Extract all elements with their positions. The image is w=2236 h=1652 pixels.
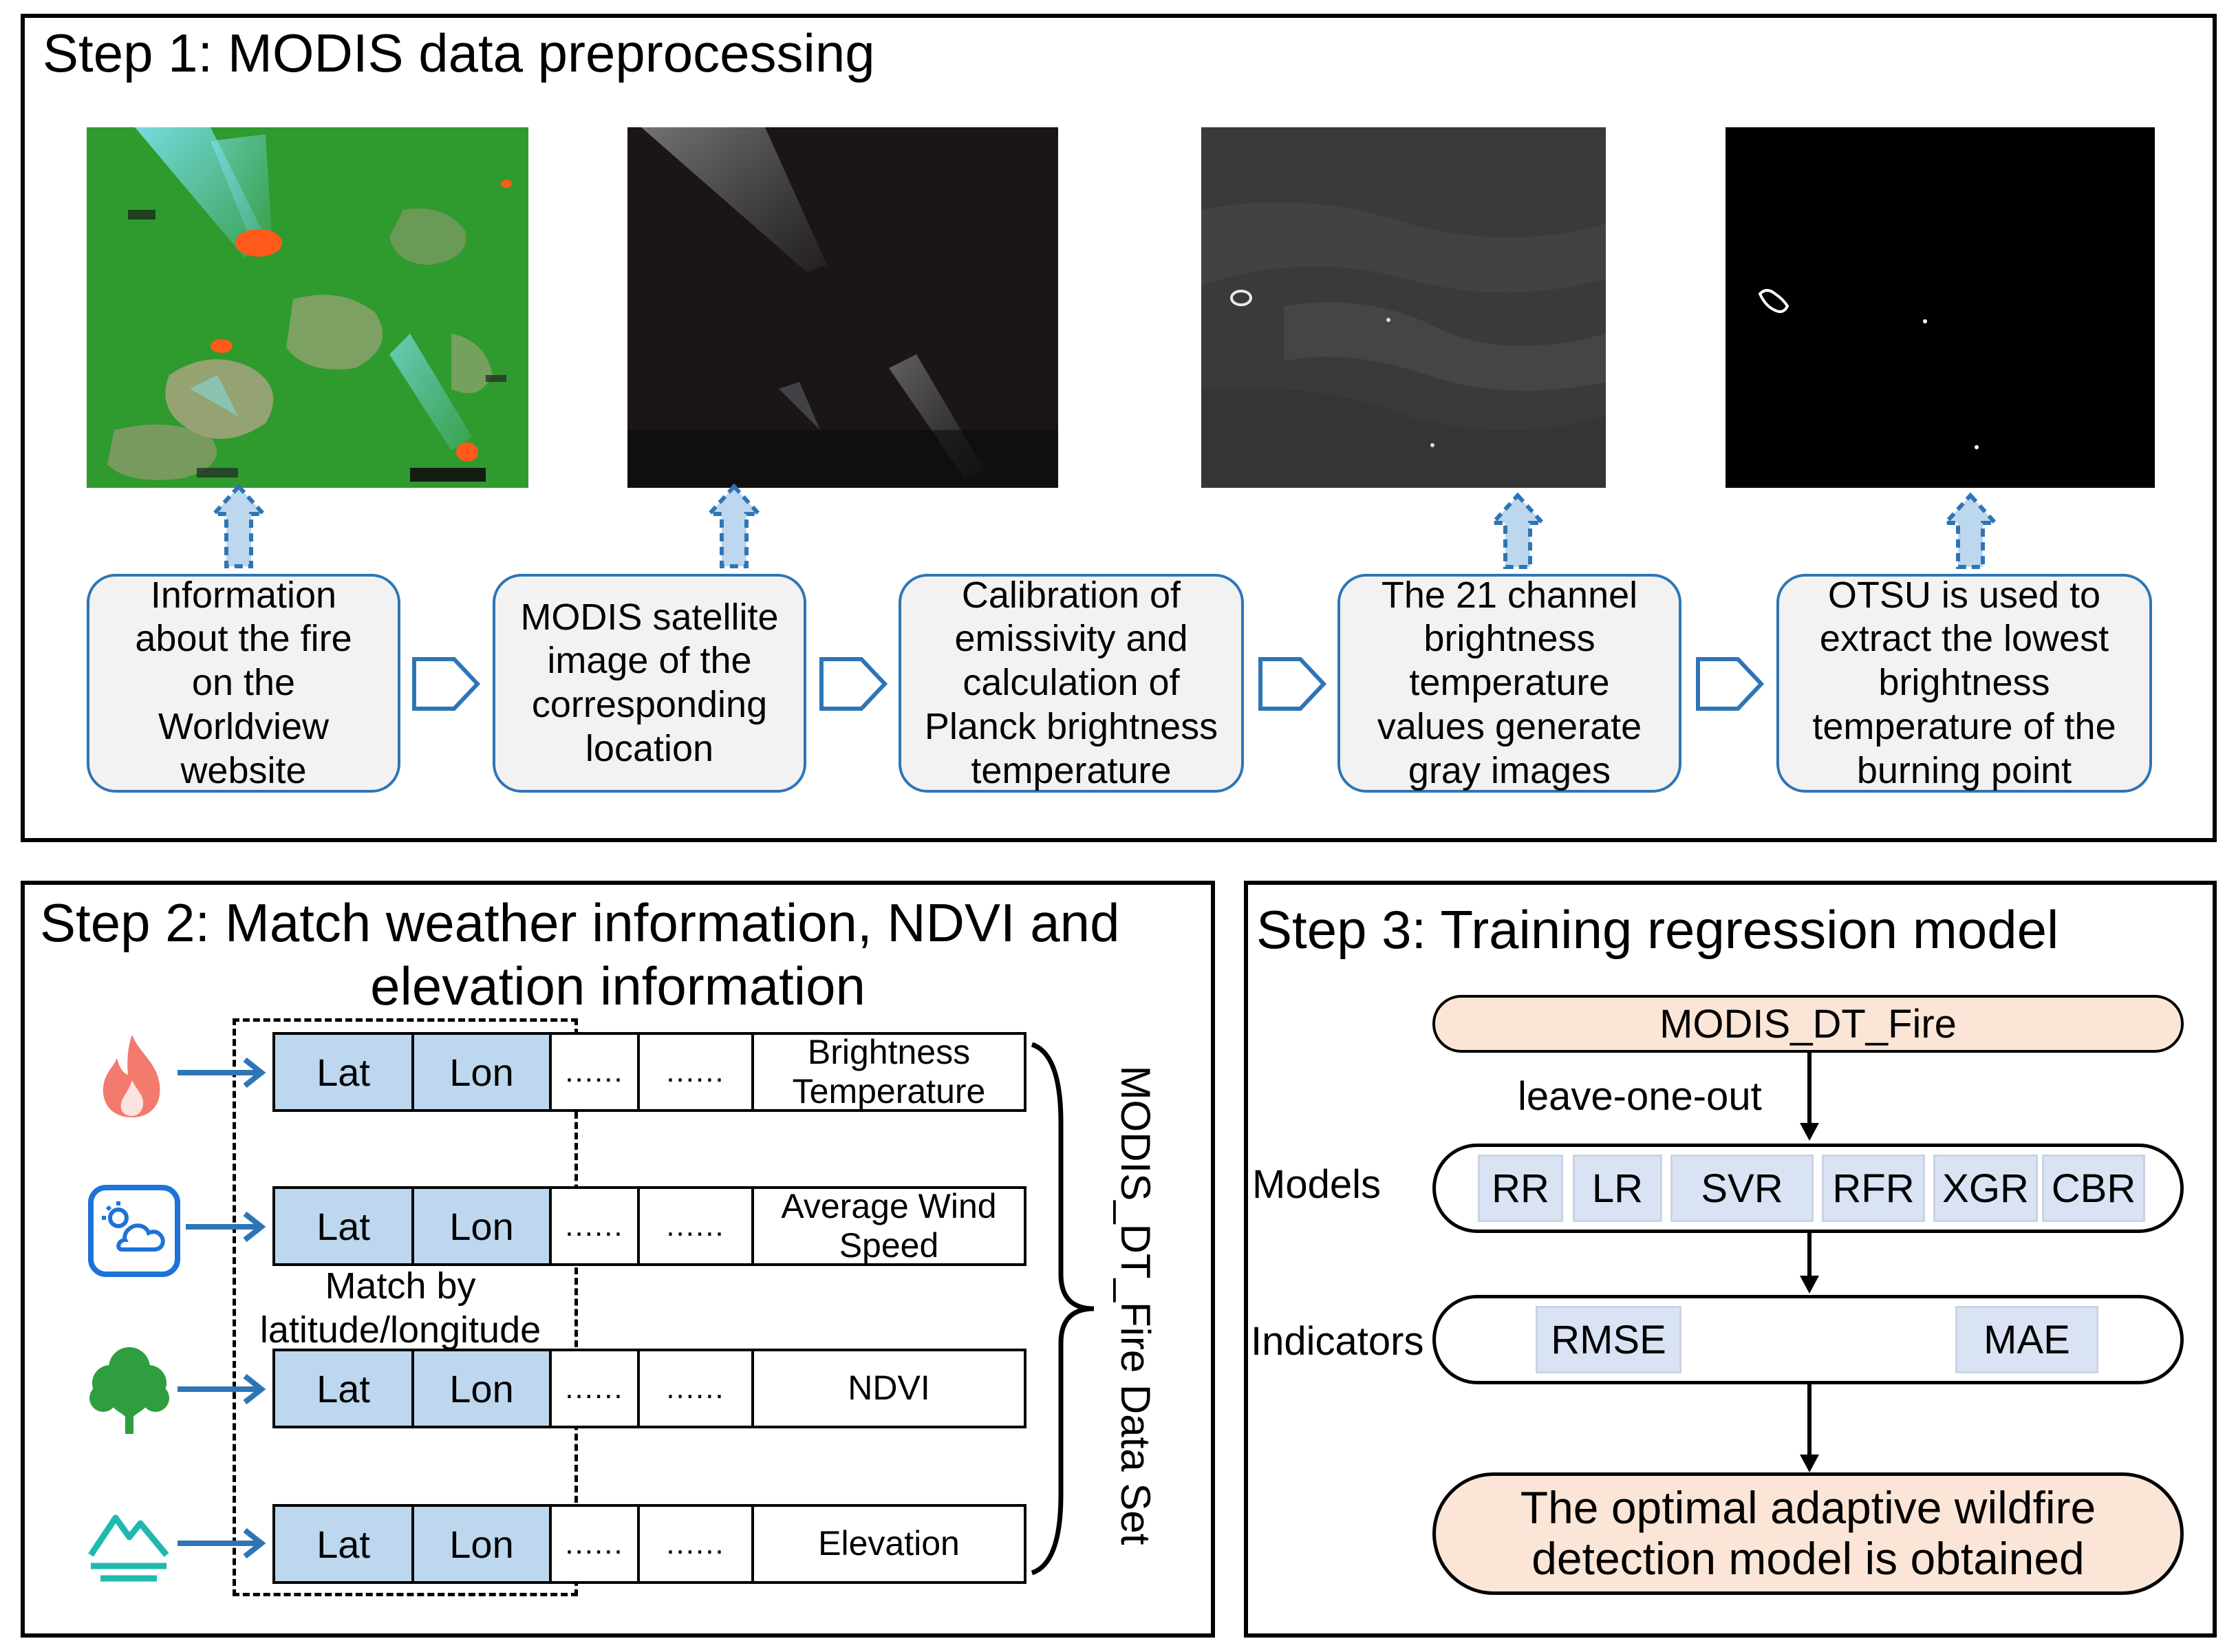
row-arrow-icon bbox=[178, 1373, 266, 1405]
right-arrow-icon bbox=[1258, 657, 1327, 711]
row-arrow-icon bbox=[186, 1211, 266, 1243]
model-chip-cbr: CBR bbox=[2042, 1155, 2145, 1222]
lat-cell: Lat bbox=[275, 1035, 414, 1109]
data-row-brightness: Lat Lon ...... ...... Brightness Tempera… bbox=[272, 1032, 1026, 1112]
row-arrow-icon bbox=[178, 1527, 266, 1559]
model-chip-rr: RR bbox=[1478, 1155, 1563, 1222]
fire-icon bbox=[103, 1035, 160, 1117]
up-arrow-icon bbox=[707, 484, 762, 568]
lon-cell: Lon bbox=[414, 1351, 552, 1426]
match-region-dashed bbox=[233, 1018, 578, 1596]
modis-satellite-image bbox=[627, 127, 1058, 488]
down-arrow-icon bbox=[1800, 1053, 1819, 1141]
mountain-icon bbox=[88, 1514, 169, 1582]
data-row-elevation: Lat Lon ...... ...... Elevation bbox=[272, 1504, 1026, 1584]
split-label: leave-one-out bbox=[1518, 1074, 1762, 1119]
step-box-otsu: OTSU is used to extract the lowest brigh… bbox=[1776, 574, 2152, 793]
gray-brightness-image bbox=[1201, 127, 1606, 488]
otsu-threshold-image bbox=[1726, 127, 2155, 488]
value-cell: Elevation bbox=[818, 1524, 960, 1563]
step2-title-line2: elevation information bbox=[370, 956, 866, 1016]
result-label: The optimal adaptive wildfire detection … bbox=[1520, 1482, 2096, 1584]
indicator-chip-rmse: RMSE bbox=[1536, 1306, 1681, 1373]
ellipsis-cell: ...... bbox=[552, 1189, 640, 1263]
indicator-chip-mae: MAE bbox=[1955, 1306, 2098, 1373]
match-label-line1: Match by bbox=[325, 1265, 476, 1307]
data-row-wind: Lat Lon ...... ...... Average Wind Speed bbox=[272, 1186, 1026, 1266]
data-row-ndvi: Lat Lon ...... ...... NDVI bbox=[272, 1349, 1026, 1428]
lat-cell: Lat bbox=[275, 1507, 414, 1581]
value-cell: Average Wind Speed bbox=[781, 1186, 997, 1265]
source-pill: MODIS_DT_Fire bbox=[1432, 995, 2184, 1053]
models-label: Models bbox=[1252, 1162, 1381, 1207]
dataset-label: MODIS_DT_Fire Data Set bbox=[1112, 1065, 1159, 1545]
model-chip-xgr: XGR bbox=[1933, 1155, 2038, 1222]
ellipsis-cell: ...... bbox=[640, 1507, 754, 1581]
lon-cell: Lon bbox=[414, 1189, 552, 1263]
tree-icon bbox=[89, 1347, 169, 1434]
up-arrow-icon bbox=[1490, 493, 1545, 569]
worldview-fire-image bbox=[87, 127, 528, 488]
dataset-brace bbox=[1031, 1042, 1095, 1576]
lon-cell: Lon bbox=[414, 1035, 552, 1109]
right-arrow-icon bbox=[819, 657, 888, 711]
model-chip-svr: SVR bbox=[1670, 1155, 1814, 1222]
indicators-label: Indicators bbox=[1251, 1319, 1424, 1364]
right-arrow-icon bbox=[412, 657, 481, 711]
lat-cell: Lat bbox=[275, 1351, 414, 1426]
step3-title: Step 3: Training regression model bbox=[1256, 899, 2059, 960]
step-box-gray-images: The 21 channel brightness temperature va… bbox=[1337, 574, 1681, 793]
step-box-modis-image: MODIS satellite image of the correspondi… bbox=[493, 574, 806, 793]
lat-cell: Lat bbox=[275, 1189, 414, 1263]
match-label-line2: latitude/longitude bbox=[259, 1309, 541, 1351]
value-cell: Brightness Temperature bbox=[792, 1032, 986, 1111]
ellipsis-cell: ...... bbox=[552, 1035, 640, 1109]
ellipsis-cell: ...... bbox=[640, 1189, 754, 1263]
value-cell: NDVI bbox=[848, 1369, 930, 1408]
ellipsis-cell: ...... bbox=[552, 1507, 640, 1581]
model-chip-rfr: RFR bbox=[1822, 1155, 1925, 1222]
up-arrow-icon bbox=[1943, 493, 1998, 569]
down-arrow-icon bbox=[1800, 1233, 1819, 1294]
source-label: MODIS_DT_Fire bbox=[1659, 1001, 1957, 1047]
lon-cell: Lon bbox=[414, 1507, 552, 1581]
step1-title: Step 1: MODIS data preprocessing bbox=[43, 23, 875, 83]
up-arrow-icon bbox=[211, 484, 266, 568]
model-chip-lr: LR bbox=[1573, 1155, 1662, 1222]
down-arrow-icon bbox=[1800, 1384, 1819, 1472]
row-arrow-icon bbox=[178, 1057, 266, 1088]
weather-icon bbox=[88, 1185, 180, 1277]
ellipsis-cell: ...... bbox=[552, 1351, 640, 1426]
step-box-worldview: Information about the fire on the Worldv… bbox=[87, 574, 400, 793]
step-box-calibration: Calibration of emissivity and calculatio… bbox=[899, 574, 1244, 793]
ellipsis-cell: ...... bbox=[640, 1035, 754, 1109]
result-pill: The optimal adaptive wildfire detection … bbox=[1432, 1472, 2184, 1595]
right-arrow-icon bbox=[1696, 657, 1765, 711]
step2-title-line1: Step 2: Match weather information, NDVI … bbox=[40, 892, 1120, 953]
ellipsis-cell: ...... bbox=[640, 1351, 754, 1426]
